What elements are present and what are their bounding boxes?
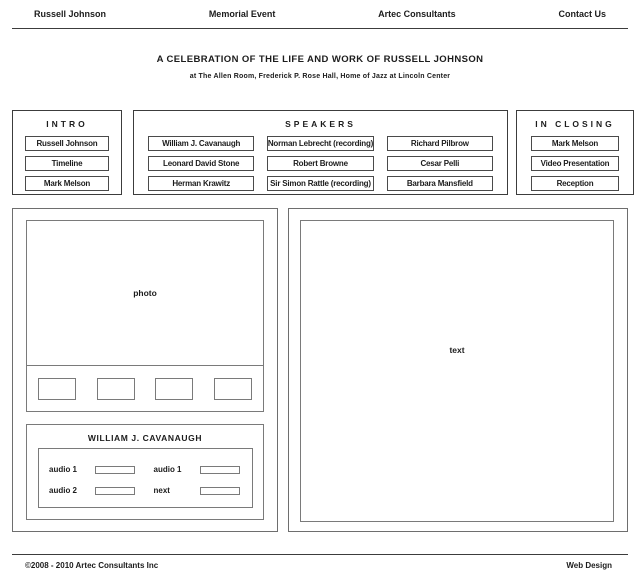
nav-link-russell-johnson[interactable]: Russell Johnson	[34, 9, 107, 19]
footer-copyright: ©2008 - 2010 Artec Consultants Inc	[25, 561, 159, 570]
speaker-button-richard-pilbrow[interactable]: Richard Pilbrow	[386, 136, 493, 151]
speakers-panel: SPEAKERS William J. Cavanaugh Norman Leb…	[133, 110, 508, 195]
page-subtitle: at The Allen Room, Frederick P. Rose Hal…	[189, 73, 451, 80]
speaker-button-sir-simon-rattle[interactable]: Sir Simon Rattle (recording)	[267, 176, 374, 191]
footer-divider	[12, 554, 628, 555]
intro-panel-title: INTRO	[46, 119, 88, 129]
audio-row-2-right: next	[154, 480, 243, 501]
audio-player-title: WILLIAM J. CAVANAUGH	[87, 433, 203, 443]
text-placeholder-box: text	[300, 220, 614, 522]
speaker-button-leonard-david-stone[interactable]: Leonard David Stone	[148, 156, 255, 171]
closing-panel-title: IN CLOSING	[535, 119, 615, 129]
audio-row-1-right: audio 1	[154, 459, 243, 480]
speakers-panel-title: SPEAKERS	[285, 119, 356, 129]
text-label: text	[449, 345, 465, 355]
media-column: photo WILLIAM J. CAVANAUGH audio 1 audio…	[12, 208, 278, 532]
audio-1b-label: audio 1	[153, 465, 182, 474]
top-nav: Russell Johnson Memorial Event Artec Con…	[0, 0, 640, 28]
audio-player-box: WILLIAM J. CAVANAUGH audio 1 audio 1 aud…	[26, 424, 264, 520]
nav-link-memorial-event[interactable]: Memorial Event	[208, 9, 276, 19]
next-label: next	[153, 486, 170, 495]
content-column: text	[288, 208, 628, 532]
intro-panel: INTRO Russell Johnson Timeline Mark Mels…	[12, 110, 122, 195]
audio-1-control[interactable]	[95, 465, 135, 474]
next-control[interactable]	[199, 486, 240, 495]
closing-panel-body: Mark Melson Video Presentation Reception	[517, 136, 633, 191]
nav-link-artec-consultants[interactable]: Artec Consultants	[378, 9, 456, 19]
speaker-button-herman-krawitz[interactable]: Herman Krawitz	[148, 176, 255, 191]
closing-button-reception[interactable]: Reception	[531, 176, 619, 191]
nav-divider	[12, 28, 628, 29]
footer-web-design-link[interactable]: Web Design	[566, 561, 612, 570]
speaker-button-cesar-pelli[interactable]: Cesar Pelli	[386, 156, 493, 171]
thumbnail-2[interactable]	[96, 377, 135, 400]
audio-2-control[interactable]	[95, 486, 135, 495]
audio-row-1-left: audio 1	[49, 459, 138, 480]
intro-button-russell-johnson[interactable]: Russell Johnson	[25, 136, 109, 151]
photo-box: photo	[26, 220, 264, 412]
intro-panel-body: Russell Johnson Timeline Mark Melson	[13, 136, 121, 191]
audio-2-label: audio 2	[49, 486, 78, 495]
speaker-button-william-cavanaugh[interactable]: William J. Cavanaugh	[148, 136, 255, 151]
closing-panel: IN CLOSING Mark Melson Video Presentatio…	[516, 110, 634, 195]
intro-button-timeline[interactable]: Timeline	[25, 156, 109, 171]
speaker-button-barbara-mansfield[interactable]: Barbara Mansfield	[386, 176, 493, 191]
closing-button-video-presentation[interactable]: Video Presentation	[531, 156, 619, 171]
speakers-panel-body: William J. Cavanaugh Norman Lebrecht (re…	[134, 136, 507, 191]
intro-button-mark-melson[interactable]: Mark Melson	[25, 176, 109, 191]
speaker-button-robert-browne[interactable]: Robert Browne	[267, 156, 374, 171]
thumbnail-row	[27, 365, 263, 411]
page-title: A CELEBRATION OF THE LIFE AND WORK OF RU…	[156, 54, 484, 65]
audio-row-2-left: audio 2	[49, 480, 138, 501]
audio-controls-box: audio 1 audio 1 audio 2 next	[38, 448, 253, 508]
speaker-button-norman-lebrecht[interactable]: Norman Lebrecht (recording)	[267, 136, 374, 151]
audio-1-label: audio 1	[49, 465, 78, 474]
thumbnail-3[interactable]	[155, 377, 194, 400]
nav-link-contact-us[interactable]: Contact Us	[558, 9, 606, 19]
photo-label: photo	[133, 288, 157, 298]
thumbnail-4[interactable]	[213, 377, 252, 400]
audio-1b-control[interactable]	[199, 465, 240, 474]
thumbnail-1[interactable]	[38, 377, 76, 400]
closing-button-mark-melson[interactable]: Mark Melson	[531, 136, 619, 151]
photo-placeholder: photo	[27, 221, 263, 365]
